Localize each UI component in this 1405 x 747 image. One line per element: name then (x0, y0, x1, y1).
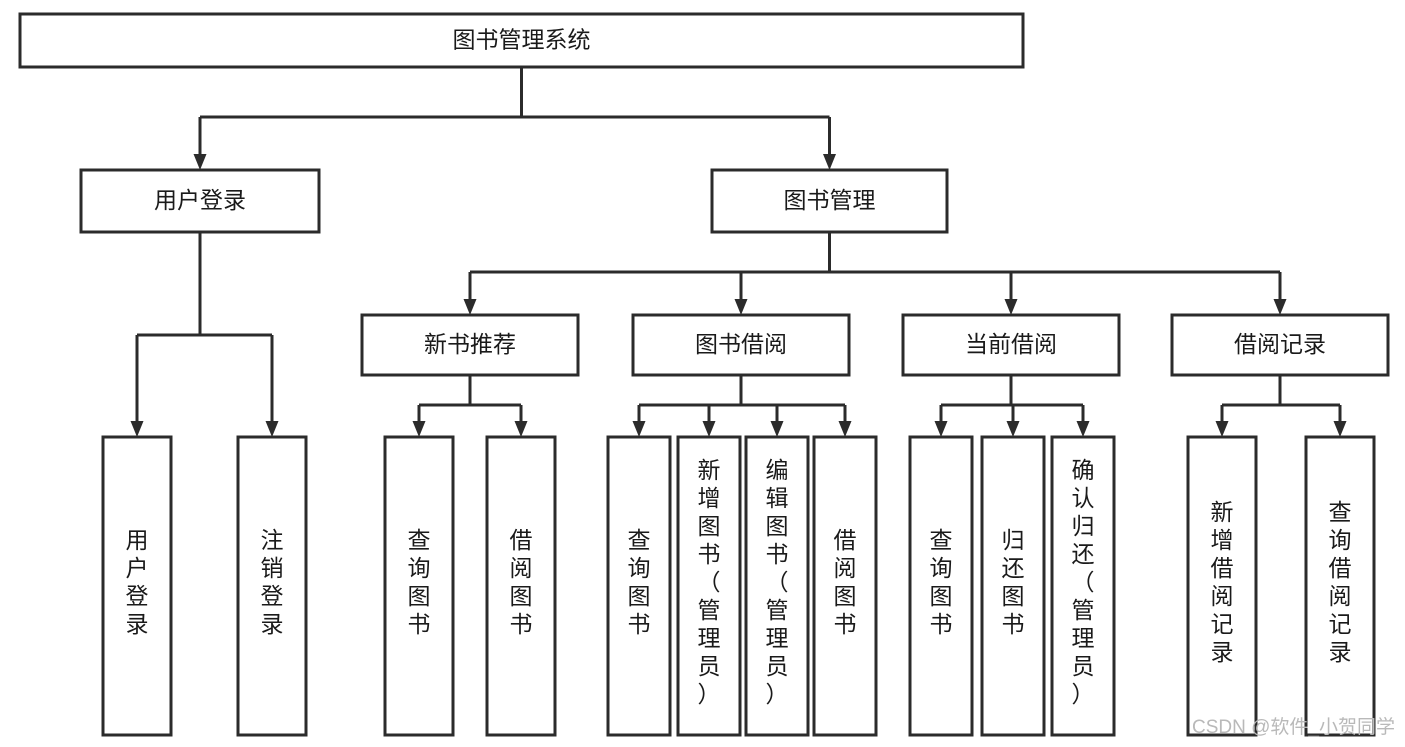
node-label: 新增图书（管理员） (698, 457, 721, 707)
node-box (1186, 435, 1258, 737)
node-label: 图书借阅 (695, 331, 787, 357)
node-label: 归还图书 (1002, 527, 1025, 637)
node-new-book-rec[interactable]: 新书推荐 (360, 313, 580, 377)
node-label: 用户登录 (154, 187, 246, 213)
node-borrow-record[interactable]: 借阅记录 (1170, 313, 1390, 377)
arrow-head-icon (823, 154, 836, 170)
arrow-head-icon (193, 154, 207, 170)
node-user-login[interactable]: 用户登录 (79, 168, 321, 234)
arrow-head-icon (412, 421, 426, 437)
arrow-head-icon (934, 421, 948, 437)
arrow-head-icon (1004, 299, 1018, 315)
node-label: 查询图书 (930, 527, 953, 637)
node-leaf-query-book-3[interactable]: 查询图书 (908, 435, 974, 737)
node-leaf-add-book[interactable]: 新增图书（管理员） (676, 435, 742, 737)
node-current-borrow[interactable]: 当前借阅 (901, 313, 1121, 377)
node-box (606, 435, 672, 737)
node-book-manage[interactable]: 图书管理 (710, 168, 949, 234)
arrow-head-icon (770, 421, 784, 437)
node-leaf-confirm-return[interactable]: 确认归还（管理员） (1050, 435, 1116, 737)
node-label: 新书推荐 (424, 331, 516, 357)
node-label: 借阅图书 (510, 527, 533, 637)
node-label: 查询图书 (408, 527, 431, 637)
node-box (79, 168, 321, 234)
node-label: 查询借阅记录 (1329, 499, 1352, 665)
arrow-head-icon (702, 421, 716, 437)
node-label: 编辑图书（管理员） (766, 457, 789, 707)
arrow-head-icon (838, 421, 852, 437)
node-label: 用户登录 (126, 527, 149, 637)
arrow-head-icon (514, 421, 528, 437)
node-leaf-user-login[interactable]: 用户登录 (101, 435, 173, 737)
node-box (908, 435, 974, 737)
arrow-head-icon (1273, 299, 1287, 315)
node-leaf-add-record[interactable]: 新增借阅记录 (1186, 435, 1258, 737)
node-leaf-edit-book[interactable]: 编辑图书（管理员） (744, 435, 810, 737)
node-box (236, 435, 308, 737)
node-box (676, 435, 742, 737)
node-label: 新增借阅记录 (1211, 499, 1234, 665)
arrow-head-icon (463, 299, 477, 315)
node-box (710, 168, 949, 234)
node-box (980, 435, 1046, 737)
node-box (1304, 435, 1376, 737)
arrow-head-icon (734, 299, 748, 315)
node-label: 查询图书 (628, 527, 651, 637)
node-label: 图书管理系统 (453, 27, 591, 53)
arrow-head-icon (1076, 421, 1090, 437)
arrow-head-icon (1006, 421, 1020, 437)
node-box (1170, 313, 1390, 377)
node-label: 借阅图书 (834, 527, 857, 637)
node-book-borrow[interactable]: 图书借阅 (631, 313, 851, 377)
node-leaf-query-record[interactable]: 查询借阅记录 (1304, 435, 1376, 737)
node-root[interactable]: 图书管理系统 (18, 12, 1025, 69)
node-leaf-return-book[interactable]: 归还图书 (980, 435, 1046, 737)
node-label: 图书管理 (784, 187, 876, 213)
connector-layer (130, 67, 1347, 437)
arrow-head-icon (1215, 421, 1229, 437)
node-box (812, 435, 878, 737)
node-leaf-borrow-book-1[interactable]: 借阅图书 (485, 435, 557, 737)
arrow-head-icon (1333, 421, 1347, 437)
node-box (101, 435, 173, 737)
node-leaf-borrow-book-2[interactable]: 借阅图书 (812, 435, 878, 737)
node-box (383, 435, 455, 737)
node-box (360, 313, 580, 377)
node-box (1050, 435, 1116, 737)
node-label: 借阅记录 (1234, 331, 1326, 357)
node-leaf-query-book-1[interactable]: 查询图书 (383, 435, 455, 737)
node-label: 当前借阅 (965, 331, 1057, 357)
node-label: 注销登录 (261, 527, 284, 637)
node-box (18, 12, 1025, 69)
arrow-head-icon (632, 421, 646, 437)
node-label: 确认归还（管理员） (1072, 457, 1095, 707)
watermark-label: CSDN @软件_小贺同学 (1192, 716, 1395, 738)
node-leaf-logout[interactable]: 注销登录 (236, 435, 308, 737)
node-box (485, 435, 557, 737)
arrow-head-icon (130, 421, 144, 437)
arrow-head-icon (265, 421, 279, 437)
node-layer: 图书管理系统用户登录图书管理新书推荐图书借阅当前借阅借阅记录用户登录注销登录查询… (18, 12, 1390, 737)
node-leaf-query-book-2[interactable]: 查询图书 (606, 435, 672, 737)
node-box (744, 435, 810, 737)
node-box (631, 313, 851, 377)
node-box (901, 313, 1121, 377)
